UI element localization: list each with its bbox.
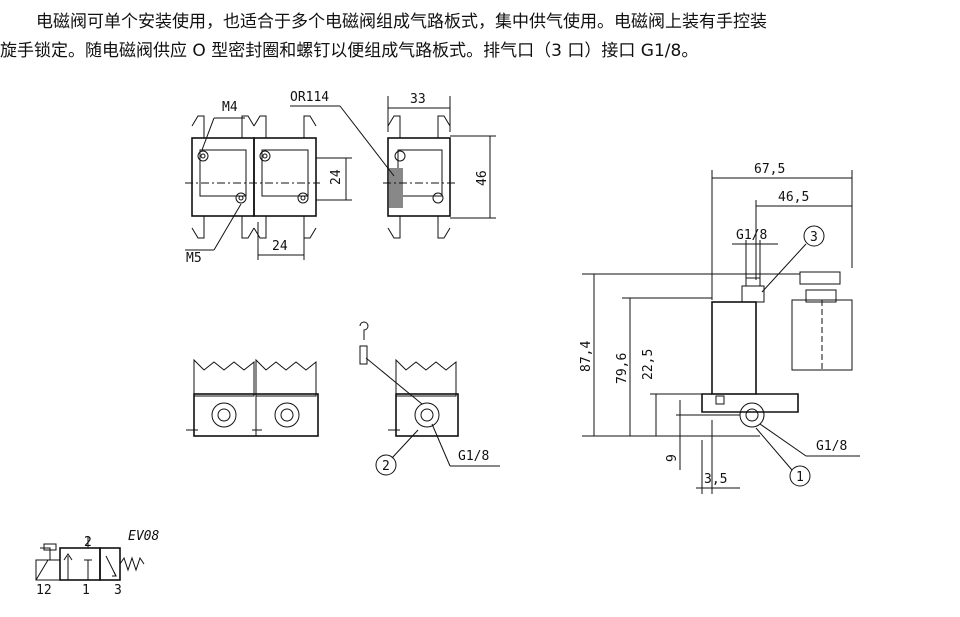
manual-override-icon [359,345,368,365]
seal-section [389,168,403,208]
callout-2: 2 [382,459,390,474]
callout-2-circle [375,454,397,476]
g18-bottom: G1/8 [816,439,847,454]
front-port-label: G1/8 [458,449,489,464]
g18-top: G1/8 [736,228,767,243]
top-view-single: OR114 33 46 [290,90,496,239]
callout-3: 3 [810,230,818,245]
label-m5: M5 [186,251,202,266]
dim-width: 33 [410,92,426,107]
dim-9: 9 [665,454,680,462]
symbol-port-1: 1 [82,583,90,598]
symbol-model: EV08 [128,529,159,544]
symbol-port-3: 3 [114,583,122,598]
callout-1: 1 [796,470,804,485]
symbol-port-2: 2 [84,535,92,550]
front-view: 2 G1/8 [186,321,500,476]
dim-pitch-horizontal: 24 [272,239,288,254]
dim-3-5: 3,5 [704,472,727,487]
valve-body-2 [253,137,317,217]
dim-67-5: 67,5 [754,162,785,177]
dim-87-4: 87,4 [579,341,594,372]
dim-79-6: 79,6 [615,353,630,384]
description-line-2: 旋手锁定。随电磁阀供应 O 型密封圈和螺钉以便组成气路板式。排气口（3 口）接口… [0,41,699,61]
top-view-manifold: M4 M5 24 24 [185,100,352,266]
dim-pitch-vertical: 24 [329,169,344,185]
solenoid-body [711,301,757,395]
description-text: 电磁阀可单个安装使用，也适合于多个电磁阀组成气路板式，集中供气使用。电磁阀上装有… [0,8,960,66]
symbol-port-12: 12 [36,583,52,598]
dim-22-5: 22,5 [641,349,656,380]
side-view: 67,5 46,5 G1/8 3 87,4 79,6 22,5 9 [579,162,860,494]
label-m4: M4 [222,100,238,115]
valve-symbol: EV08 2 12 1 3 [35,529,159,598]
description-line-1: 电磁阀可单个安装使用，也适合于多个电磁阀组成气路板式，集中供气使用。电磁阀上装有… [36,12,767,32]
label-or114: OR114 [290,90,329,105]
dim-height: 46 [475,170,490,186]
dim-46-5: 46,5 [778,190,809,205]
